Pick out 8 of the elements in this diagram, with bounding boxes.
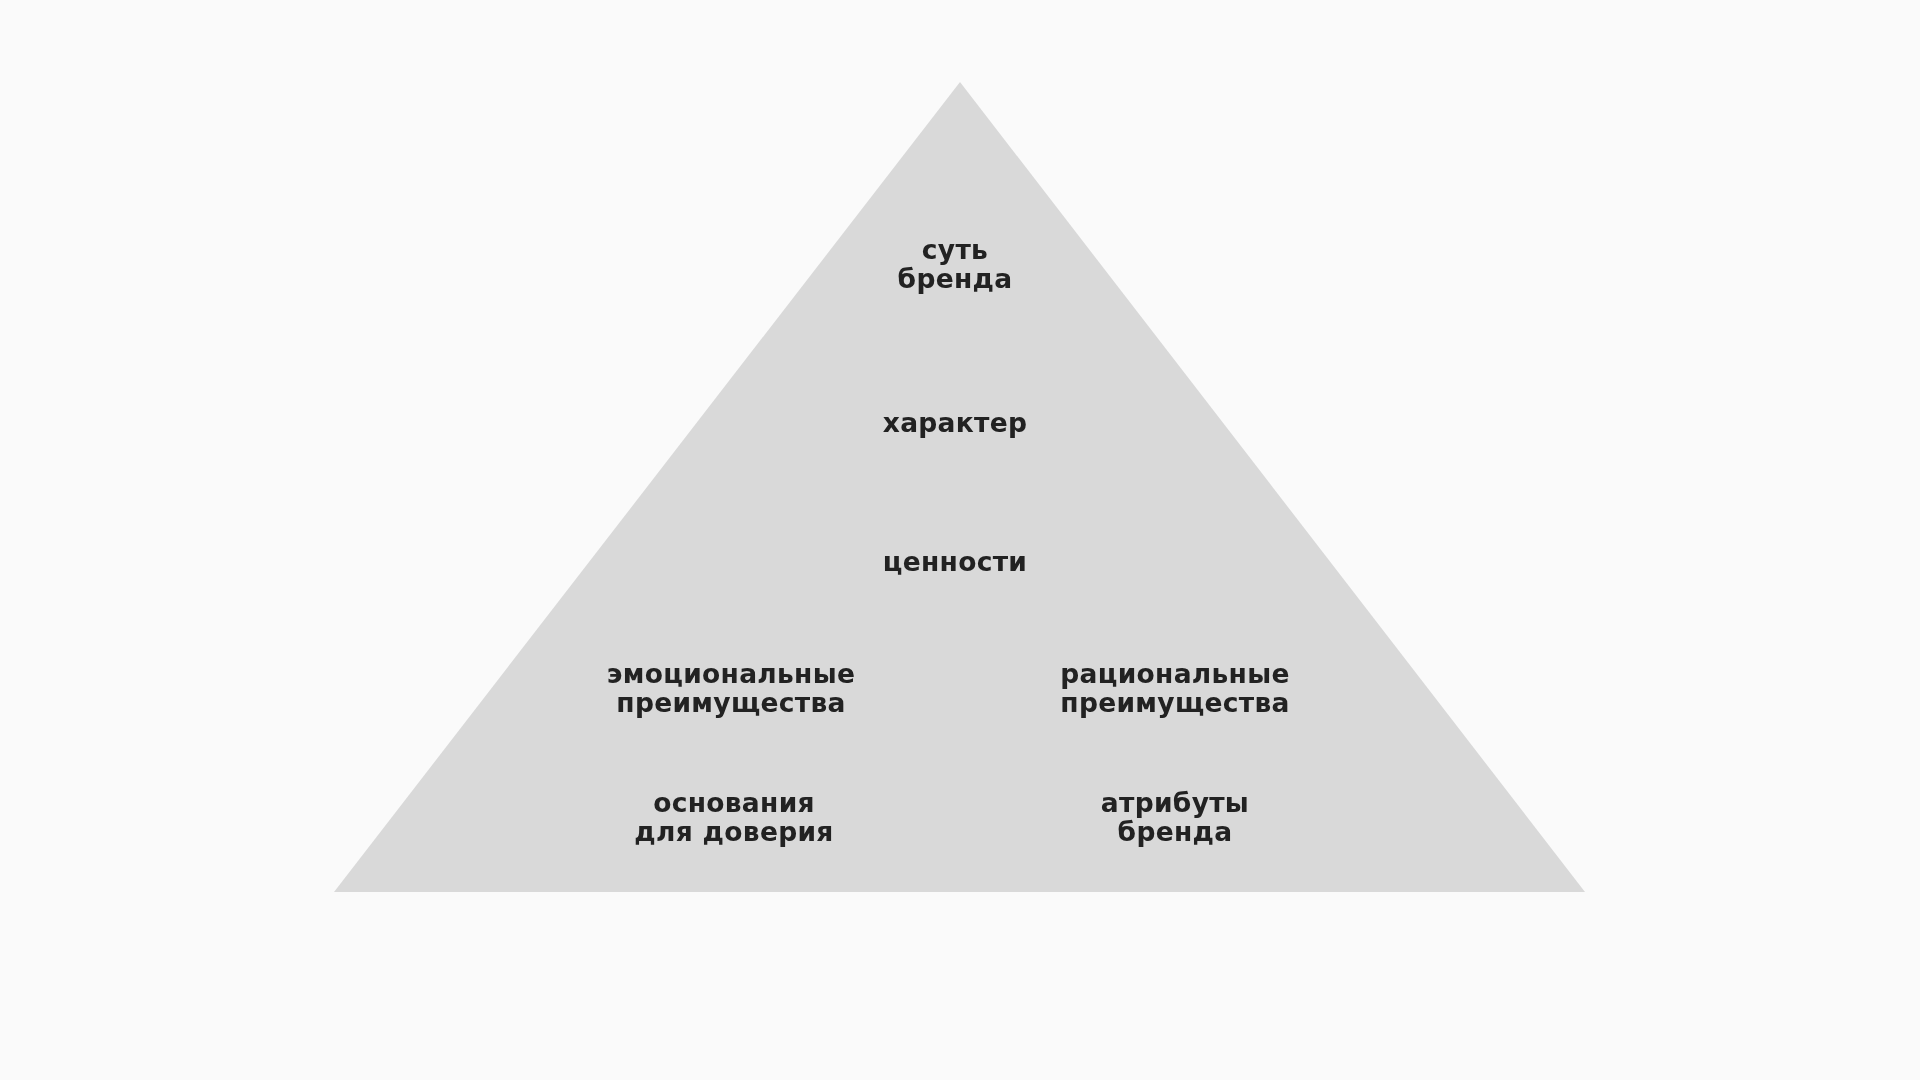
pyramid-level-label: характер	[881, 407, 1029, 437]
pyramid-level-label: ценности	[881, 546, 1029, 576]
pyramid-level-label: эмоциональные преимущества	[605, 659, 857, 717]
pyramid-level-label: атрибуты бренда	[1099, 788, 1251, 846]
pyramid-level-label: суть бренда	[896, 235, 1014, 293]
pyramid-level-label: рациональные преимущества	[1059, 659, 1291, 717]
pyramid-level-label: основания для доверия	[634, 788, 834, 846]
pyramid-triangle	[334, 82, 1585, 892]
